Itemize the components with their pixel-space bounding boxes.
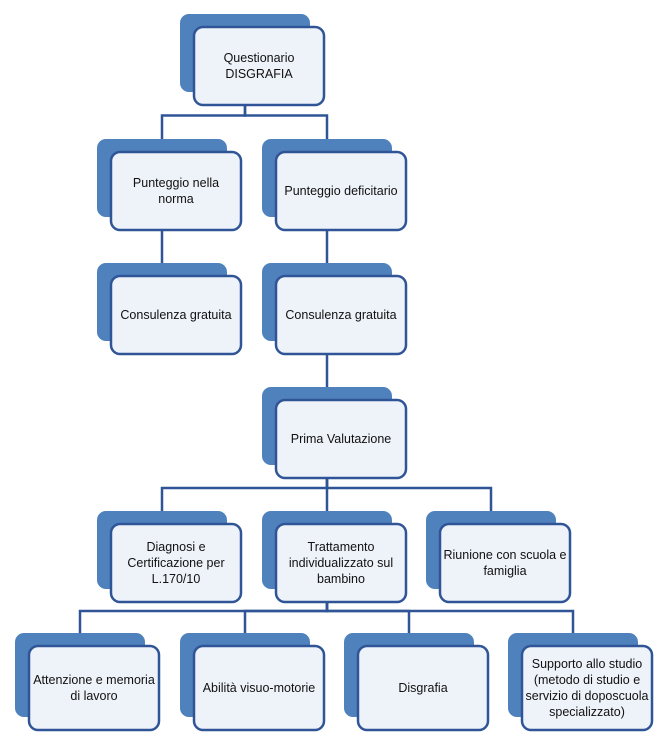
node-consulenza-2: Consulenza gratuita [262, 263, 408, 356]
node-label-line: Certificazione per [127, 556, 224, 570]
node-prima-valutazione: Prima Valutazione [262, 387, 408, 480]
node-label-line: Consulenza gratuita [120, 308, 231, 322]
node-abilita: Abilità visuo-motorie [180, 633, 326, 732]
node-box [274, 274, 408, 356]
node-box [192, 644, 326, 732]
node-label-line: Diagnosi e [146, 540, 205, 554]
node-box [109, 274, 243, 356]
node-punteggio-deficitario: Punteggio deficitario [262, 139, 408, 232]
node-box [356, 644, 490, 732]
node-disgrafia: Disgrafia [344, 633, 490, 732]
node-trattamento: Trattamento individualizzato sul bambino [262, 511, 408, 604]
node-label-line: DISGRAFIA [225, 67, 293, 81]
node-label-line: norma [158, 192, 193, 206]
node-label: Supporto allo studio (metodo di studio e s… [526, 657, 649, 719]
node-label: Consulenza gratuita [285, 308, 396, 322]
node-label: Punteggio nella norma [133, 176, 219, 206]
node-label-line: specializzato) [549, 705, 625, 719]
node-label: Disgrafia [398, 681, 447, 695]
node-label: Attenzione e memoria di lavoro [33, 673, 155, 703]
node-label-line: bambino [317, 572, 365, 586]
node-box [274, 522, 408, 604]
node-label-line: L.170/10 [152, 572, 201, 586]
node-box [274, 150, 408, 232]
node-box [520, 644, 654, 732]
node-consulenza-1: Consulenza gratuita [97, 263, 243, 356]
node-label-line: Disgrafia [398, 681, 447, 695]
node-label-line: famiglia [483, 564, 526, 578]
node-label-line: servizio di doposcuola [526, 689, 649, 703]
node-label-line: Consulenza gratuita [285, 308, 396, 322]
node-label-line: Attenzione e memoria [33, 673, 155, 687]
node-label: Consulenza gratuita [120, 308, 231, 322]
node-box [109, 522, 243, 604]
node-label-line: Riunione con scuola e [444, 548, 567, 562]
node-label: Punteggio deficitario [284, 184, 397, 198]
node-label-line: Supporto allo studio [532, 657, 643, 671]
node-riunione: Riunione con scuola e famiglia [426, 511, 572, 604]
node-box [192, 25, 326, 107]
node-label-line: Trattamento [308, 540, 375, 554]
node-label: Trattamento individualizzato sul bambino [289, 540, 393, 586]
node-box [438, 522, 572, 604]
node-label-line: individualizzato sul [289, 556, 393, 570]
node-box [27, 644, 161, 732]
node-label-line: Punteggio nella [133, 176, 219, 190]
node-label: Riunione con scuola e famiglia [444, 548, 567, 578]
node-label-line: Abilità visuo-motorie [203, 681, 316, 695]
node-label-line: Prima Valutazione [291, 432, 392, 446]
node-label: Abilità visuo-motorie [203, 681, 316, 695]
node-label: Prima Valutazione [291, 432, 392, 446]
node-label-line: Punteggio deficitario [284, 184, 397, 198]
node-box [109, 150, 243, 232]
node-label-line: di lavoro [70, 689, 117, 703]
node-box [274, 398, 408, 480]
node-attenzione: Attenzione e memoria di lavoro [15, 633, 161, 732]
node-label-line: (metodo di studio e [534, 673, 640, 687]
node-supporto: Supporto allo studio (metodo di studio e s… [508, 633, 654, 732]
node-label-line: Questionario [224, 51, 295, 65]
node-punteggio-norma: Punteggio nella norma [97, 139, 243, 232]
